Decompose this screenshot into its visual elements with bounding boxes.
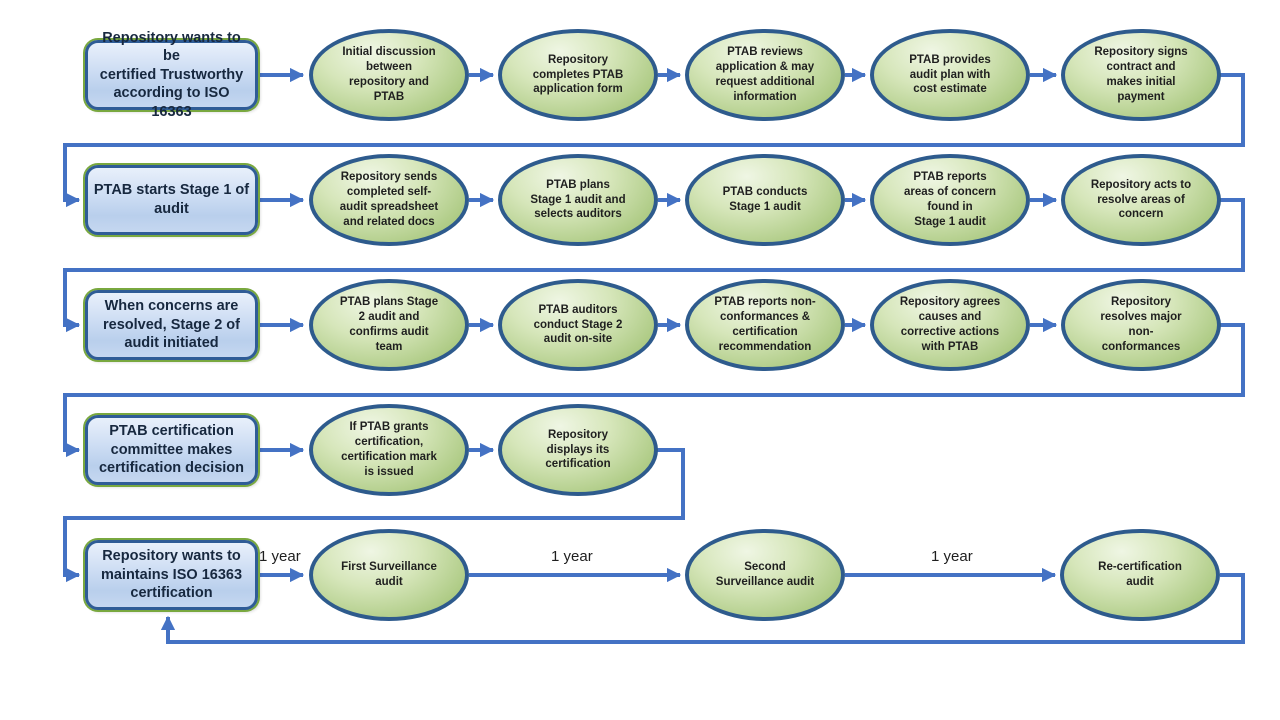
step-reports-nonconformances: PTAB reports non- conformances & certifi… bbox=[685, 279, 845, 371]
node-label: PTAB provides audit plan with cost estim… bbox=[909, 53, 991, 96]
step-resolves-concerns: Repository acts to resolve areas of conc… bbox=[1061, 154, 1221, 246]
node-label: PTAB certification committee makes certi… bbox=[98, 423, 245, 477]
node-label: Second Surveillance audit bbox=[715, 561, 815, 588]
node-label: PTAB reviews application & may request a… bbox=[715, 46, 815, 103]
step-application-form: Repository completes PTAB application fo… bbox=[498, 29, 658, 121]
step-reviews-application: PTAB reviews application & may request a… bbox=[685, 29, 845, 121]
step-audit-plan: PTAB provides audit plan with cost estim… bbox=[870, 29, 1030, 121]
step-stage2-onsite: PTAB auditors conduct Stage 2 audit on-s… bbox=[498, 279, 658, 371]
node-label: First Surveillance audit bbox=[341, 561, 437, 588]
step-plans-stage1: PTAB plans Stage 1 audit and selects aud… bbox=[498, 154, 658, 246]
step-reports-concerns: PTAB reports areas of concern found in S… bbox=[870, 154, 1030, 246]
connector-row3-to-row4 bbox=[63, 323, 1245, 458]
node-label: PTAB plans Stage 1 audit and selects aud… bbox=[530, 178, 626, 221]
node-label: Repository signs contract and makes init… bbox=[1094, 46, 1188, 103]
node-label: Repository wants to maintains ISO 16363 … bbox=[100, 548, 243, 602]
step-conducts-stage1: PTAB conducts Stage 1 audit bbox=[685, 154, 845, 246]
start-node-certification-request: Repository wants to be certified Trustwo… bbox=[85, 30, 258, 120]
connector-row2-to-row3 bbox=[63, 198, 1245, 333]
step-signs-contract: Repository signs contract and makes init… bbox=[1061, 29, 1221, 121]
step-displays-certification: Repository displays its certification bbox=[498, 404, 658, 496]
node-label: PTAB plans Stage 2 audit and confirms au… bbox=[339, 296, 439, 353]
node-label: PTAB conducts Stage 1 audit bbox=[722, 186, 808, 213]
step-plans-stage2: PTAB plans Stage 2 audit and confirms au… bbox=[309, 279, 469, 371]
edge-label-1-year-first: 1 year bbox=[259, 548, 301, 565]
step-self-audit-docs: Repository sends completed self- audit s… bbox=[309, 154, 469, 246]
step-corrective-actions: Repository agrees causes and corrective … bbox=[870, 279, 1030, 371]
step-initial-discussion: Initial discussion between repository an… bbox=[309, 29, 469, 121]
node-label: Repository completes PTAB application fo… bbox=[532, 53, 624, 96]
step-mark-issued: If PTAB grants certification, certificat… bbox=[309, 404, 469, 496]
node-label: PTAB starts Stage 1 of audit bbox=[93, 182, 250, 217]
connector-row1-to-row2 bbox=[63, 73, 1245, 208]
node-label: Initial discussion between repository an… bbox=[342, 46, 436, 103]
start-node-decision: PTAB certification committee makes certi… bbox=[85, 415, 258, 485]
edge-label-1-year-second: 1 year bbox=[551, 548, 593, 565]
start-node-maintain: Repository wants to maintains ISO 16363 … bbox=[85, 540, 258, 610]
edge-label-1-year-recert: 1 year bbox=[931, 548, 973, 565]
node-label: Repository agrees causes and corrective … bbox=[899, 296, 1001, 353]
start-node-stage1: PTAB starts Stage 1 of audit bbox=[85, 165, 258, 235]
node-label: Repository sends completed self- audit s… bbox=[339, 171, 439, 228]
step-resolves-nonconformances: Repository resolves major non- conforman… bbox=[1061, 279, 1221, 371]
connector-recert-loop bbox=[160, 573, 1245, 644]
node-label: Re-certification audit bbox=[1098, 561, 1182, 588]
node-label: Repository wants to be certified Trustwo… bbox=[99, 29, 244, 120]
node-label: Repository acts to resolve areas of conc… bbox=[1090, 178, 1192, 221]
step-recertification: Re-certification audit bbox=[1060, 529, 1220, 621]
connector-row4-to-row5 bbox=[63, 448, 685, 583]
step-second-surveillance: Second Surveillance audit bbox=[685, 529, 845, 621]
node-label: Repository resolves major non- conforman… bbox=[1100, 296, 1182, 353]
node-label: PTAB reports non- conformances & certifi… bbox=[714, 296, 816, 353]
start-node-stage2: When concerns are resolved, Stage 2 of a… bbox=[85, 290, 258, 360]
node-label: When concerns are resolved, Stage 2 of a… bbox=[103, 298, 240, 352]
step-first-surveillance: First Surveillance audit bbox=[309, 529, 469, 621]
node-label: If PTAB grants certification, certificat… bbox=[341, 421, 437, 478]
node-label: PTAB reports areas of concern found in S… bbox=[903, 171, 997, 228]
node-label: PTAB auditors conduct Stage 2 audit on-s… bbox=[533, 303, 623, 346]
node-label: Repository displays its certification bbox=[545, 428, 611, 471]
